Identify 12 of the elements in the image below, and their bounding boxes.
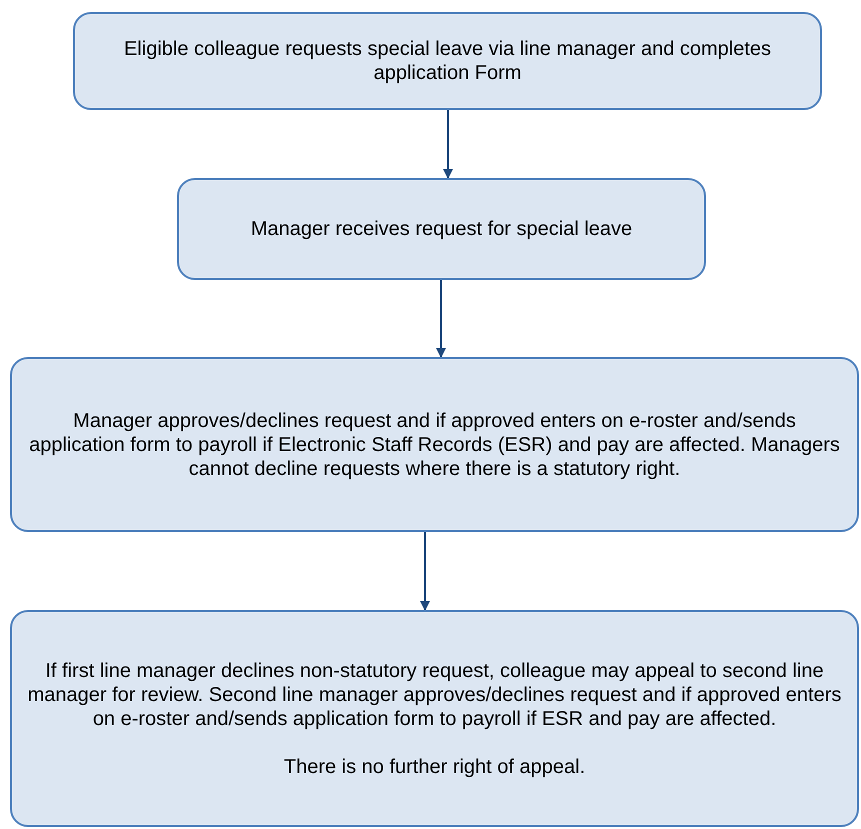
arrow — [420, 532, 430, 611]
arrow — [436, 280, 446, 358]
box-text: Manager approves/declines request and if approved enters on e-roster and/sends application form to payroll if Electronic Staff Records (ESR) and pay are affected. Managers cannot decline requests where there is a statutory right. — [28, 408, 841, 480]
box-text: Eligible colleague requests special leave via line manager and completes application Form — [122, 37, 772, 85]
arrow — [443, 110, 453, 179]
box-text: There is no further right of appeal. — [284, 754, 586, 778]
process-box — [73, 12, 822, 110]
box-text: Manager receives request for special leave — [250, 217, 632, 241]
process-box — [10, 610, 859, 827]
process-box — [10, 357, 859, 532]
box-text: If first line manager declines non-statutory request, colleague may appeal to second line manager for review. Second line manager approves/declines request and if approved enters on e-roster and/sends application form to payroll if ESR and pay are affected. — [26, 658, 842, 730]
process-box — [177, 178, 706, 280]
